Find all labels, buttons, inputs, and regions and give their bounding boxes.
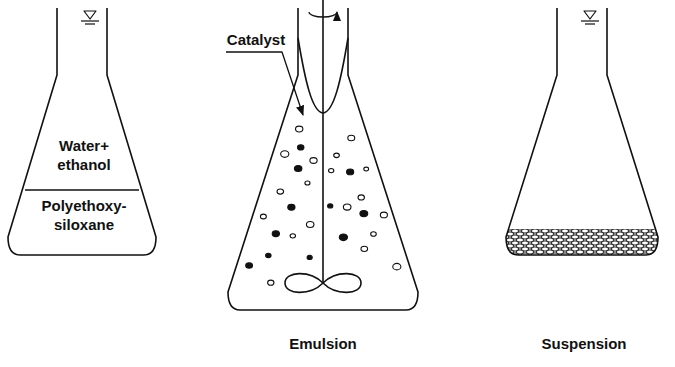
flask-left [8, 8, 156, 255]
droplet [329, 168, 334, 172]
droplet [393, 263, 401, 270]
droplets [246, 126, 401, 285]
phase-interface [25, 189, 139, 191]
stirrer-shaft [322, 0, 324, 283]
droplet [305, 181, 310, 185]
impeller [285, 274, 361, 293]
reagent-label: Catalyst [211, 30, 301, 49]
liquid-label: Polyethoxy- siloxane [34, 196, 134, 234]
caption-label: Suspension [519, 334, 649, 353]
droplet [343, 204, 351, 210]
droplet [361, 246, 368, 251]
droplet [328, 204, 333, 208]
droplet [358, 195, 364, 200]
droplet [307, 255, 312, 259]
droplet [288, 204, 295, 210]
droplet [371, 232, 377, 237]
droplet [306, 221, 314, 227]
droplet [360, 210, 368, 216]
catalyst-arrow [226, 52, 303, 115]
droplet [294, 166, 301, 172]
level-mark [81, 11, 99, 24]
rotation-arrow [309, 12, 337, 17]
droplet [260, 214, 266, 219]
level-mark [581, 11, 599, 24]
droplet [268, 280, 274, 285]
droplet [296, 126, 303, 132]
droplet [246, 263, 253, 268]
droplet [334, 153, 340, 158]
droplet [339, 234, 347, 241]
droplet [380, 212, 387, 218]
flask-right [506, 8, 658, 255]
liquid-label: Water+ ethanol [48, 136, 120, 174]
droplet [347, 169, 354, 175]
droplet [281, 151, 289, 158]
droplet [272, 231, 279, 237]
droplet [364, 167, 369, 171]
droplet [310, 158, 317, 164]
droplet [348, 135, 355, 141]
droplet [297, 145, 303, 150]
droplet [277, 189, 284, 194]
droplet [266, 253, 271, 257]
droplet [290, 234, 295, 238]
caption-label: Emulsion [263, 334, 383, 353]
